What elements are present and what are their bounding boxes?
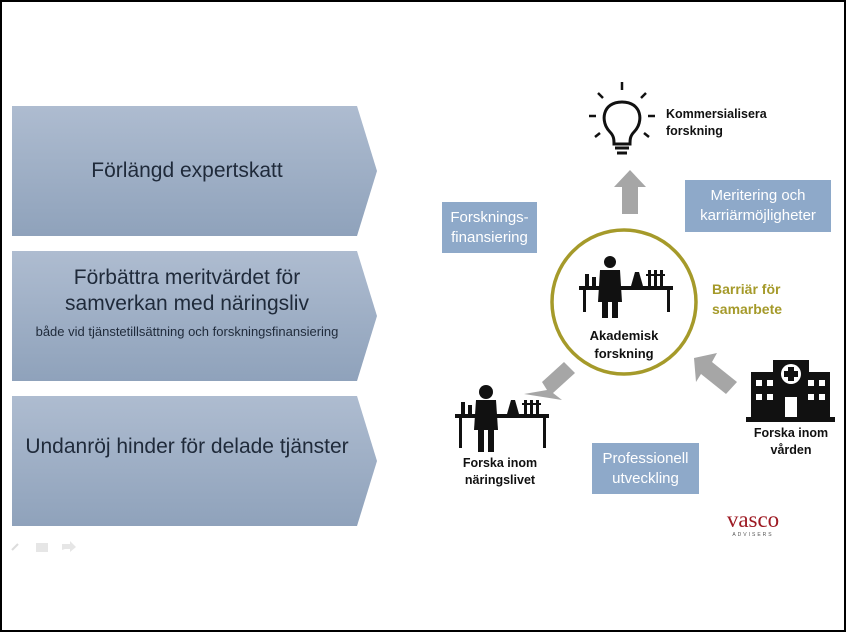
chevron-item-2: Förbättra meritvärdet för samverkan med …: [12, 251, 377, 381]
chevron-title: Förlängd expertskatt: [91, 159, 283, 182]
label-barrier: Barriär för samarbete: [712, 281, 783, 317]
chevron-item-3: Undanröj hinder för delade tjänster: [12, 396, 377, 526]
chevron-shape: [12, 106, 377, 236]
label-commercialize: Kommersialisera forskning: [666, 107, 767, 138]
slideshow-toolbar[interactable]: [10, 538, 80, 554]
chevron-shape: [12, 251, 377, 381]
label-academic-research: Akademisk forskning: [589, 328, 659, 361]
next-icon: [62, 541, 76, 552]
chevron-shape: [12, 396, 377, 526]
vasco-logo: vasco ADVISERS: [714, 507, 792, 539]
chevron-item-1: Förlängd expertskatt: [12, 106, 377, 236]
chevron-subtitle: både vid tjänstetillsättning och forskni…: [35, 324, 339, 339]
box-merit-career: Meritering och karriärmöjligheter: [685, 180, 831, 232]
lightbulb-icon: [589, 82, 655, 155]
pen-icon: [11, 543, 19, 551]
chevron-title: Undanröj hinder för delade tjänster: [25, 435, 349, 458]
researcher-icon-industry: [455, 385, 549, 452]
chevron-title: Förbättra meritvärdet för samverkan med …: [65, 266, 309, 315]
hospital-icon: [746, 360, 835, 422]
arrow-up-left: [694, 353, 737, 394]
logo-wordmark: vasco: [726, 507, 780, 532]
box-research-funding: Forsknings-finansiering: [442, 202, 537, 253]
center-circle: [550, 228, 698, 376]
label-healthcare-research: Forska inom vården: [753, 426, 829, 457]
arrow-down-left: [524, 362, 575, 400]
label-industry-research: Forska inom näringslivet: [462, 456, 538, 487]
menu-icon: [36, 543, 48, 552]
researcher-icon-center: [579, 256, 673, 318]
logo-tagline: ADVISERS: [732, 532, 774, 538]
arrow-up: [614, 170, 646, 214]
box-professional-development: Professionell utveckling: [592, 443, 699, 494]
